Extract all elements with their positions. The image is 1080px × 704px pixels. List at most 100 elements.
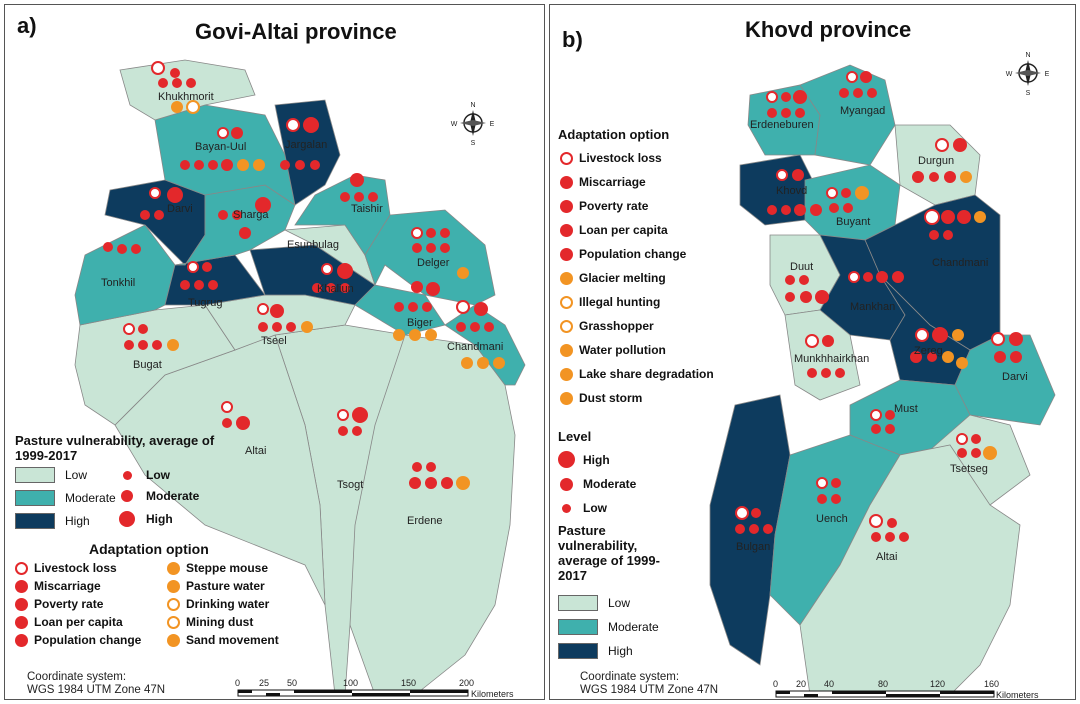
area-label: Erdene — [407, 515, 443, 527]
legend-moderate-b: Moderate — [558, 619, 659, 635]
legend-loan-per-capita-b: Loan per capita — [560, 223, 668, 237]
svg-text:E: E — [1045, 71, 1050, 78]
legend-dust-storm: Dust storm — [560, 391, 642, 405]
area-label: Zereg — [914, 345, 943, 357]
area-label: Darvi — [1002, 371, 1028, 383]
adapt-legend-title-b: Adaptation option — [558, 127, 670, 142]
legend-population-change-b: Population change — [560, 247, 686, 261]
area-label: Uench — [816, 513, 848, 525]
area-label: Tsetseg — [950, 463, 988, 475]
legend-loan-per-capita-a: Loan per capita — [15, 615, 123, 629]
legend-lake-share-degradation: Lake share degradation — [560, 367, 714, 381]
level-low: Low — [562, 501, 607, 515]
panel-title-b: Khovd province — [745, 17, 912, 42]
legend-sand-movement: Sand movement — [167, 633, 279, 647]
area-label: Tsogt — [337, 479, 364, 491]
legend-miscarriage-a: Miscarriage — [15, 579, 101, 593]
legend-population-change-a: Population change — [15, 633, 141, 647]
area-label: Altai — [876, 551, 898, 563]
size-legend-moderate-a: Moderate — [121, 489, 199, 503]
legend-poverty-rate-b: Poverty rate — [560, 199, 648, 213]
area-label: Bayan-Uul — [195, 141, 247, 153]
level-moderate: Moderate — [560, 477, 636, 491]
area-label: Khukhmorit — [158, 91, 214, 103]
compass-icon: N S W E — [451, 102, 495, 147]
area-label: Tonkhil — [101, 277, 136, 289]
region-altai-b — [799, 444, 1021, 696]
svg-text:W: W — [1006, 71, 1013, 78]
region-tonkhil — [74, 224, 176, 326]
legend-livestock-loss-b: Livestock loss — [560, 151, 662, 165]
area-label: Darvi — [167, 203, 193, 215]
area-label: Taishir — [351, 203, 383, 215]
area-label: Durgun — [918, 155, 955, 167]
legend-high-b: High — [558, 643, 633, 659]
size-legend-high-a: High — [119, 511, 173, 527]
legend-mining-dust: Mining dust — [167, 615, 253, 629]
legend-poverty-rate-a: Poverty rate — [15, 597, 103, 611]
area-label: Chandmani — [932, 257, 989, 269]
panel-letter-b: b) — [562, 27, 583, 52]
legend-pasture-water: Pasture water — [167, 579, 265, 593]
area-label: Jargalan — [285, 139, 328, 151]
legend-miscarriage-b: Miscarriage — [560, 175, 646, 189]
size-legend-low-a: Low — [123, 468, 170, 482]
scale-bar-b — [775, 690, 995, 698]
adaptation-symbols-a — [103, 61, 505, 490]
adaptation-symbols-b — [735, 71, 1023, 542]
area-label: Munkhhairkhan — [794, 353, 870, 365]
legend-drinking-water: Drinking water — [167, 597, 269, 611]
area-label: Bulgan — [736, 541, 771, 553]
panel-govi-altai: N S W E a) Govi-Altai province Khukhmori… — [4, 4, 545, 700]
area-label: Buyant — [836, 216, 871, 228]
legend-grasshopper: Grasshopper — [560, 319, 654, 333]
svg-text:E: E — [490, 121, 495, 128]
area-label: Bugat — [133, 359, 162, 371]
region-khukhmorit — [119, 59, 256, 121]
svg-text:N: N — [1025, 52, 1030, 59]
legend-livestock-loss-a: Livestock loss — [15, 561, 117, 575]
area-label: Duut — [790, 261, 814, 273]
coord-system-a: Coordinate system: WGS 1984 UTM Zone 47N — [27, 671, 166, 696]
area-label: Chandmani — [447, 341, 504, 353]
khovd-map: N S W E — [709, 52, 1056, 698]
vuln-legend-title-a: Pasture vulnerability, average of 1999-2… — [15, 433, 215, 463]
panel-letter-a: a) — [17, 13, 37, 38]
area-label: Khovd — [776, 185, 808, 197]
area-label: Biger — [407, 317, 433, 329]
govi-altai-map: N S W E — [74, 59, 526, 697]
region-bugat — [74, 304, 236, 426]
region-buyant — [804, 164, 901, 241]
area-label: Must — [894, 403, 918, 415]
legend-low-b: Low — [558, 595, 630, 611]
scale-bar-a — [237, 689, 469, 697]
area-label: Mankhan — [850, 301, 896, 313]
area-label: Sharga — [233, 209, 269, 221]
level-high: High — [558, 451, 610, 468]
area-label: Erdeneburen — [750, 119, 814, 131]
svg-text:S: S — [1026, 90, 1031, 97]
area-label: Esunbulag — [287, 239, 339, 251]
vuln-legend-title-b: Pasture vulnerability, average of 1999- … — [558, 523, 660, 583]
area-label: Myangad — [840, 105, 886, 117]
legend-glacier-melting: Glacier melting — [560, 271, 666, 285]
area-label: Tseel — [261, 335, 287, 347]
scale-unit-b: Kilometers — [996, 690, 1039, 700]
area-label: Delger — [417, 257, 450, 269]
scale-unit-a: Kilometers — [471, 689, 514, 699]
panel-title-a: Govi-Altai province — [195, 19, 397, 44]
region-delger — [364, 209, 496, 306]
legend-illegal-hunting: Illegal hunting — [560, 295, 660, 309]
legend-high-a: High — [15, 513, 90, 529]
area-label: Altai — [245, 445, 267, 457]
svg-text:N: N — [470, 102, 475, 109]
svg-text:W: W — [451, 121, 458, 128]
compass-icon: N S W E — [1006, 52, 1050, 97]
area-label: Khaliun — [317, 283, 354, 295]
svg-text:S: S — [471, 140, 476, 147]
coord-system-b: Coordinate system: WGS 1984 UTM Zone 47N — [580, 671, 719, 696]
legend-low-a: Low — [15, 467, 87, 483]
legend-steppe-mouse: Steppe mouse — [167, 561, 268, 575]
panel-khovd: N S W E b) Khovd province Erdeneburen My… — [549, 4, 1076, 700]
legend-moderate-a: Moderate — [15, 490, 116, 506]
